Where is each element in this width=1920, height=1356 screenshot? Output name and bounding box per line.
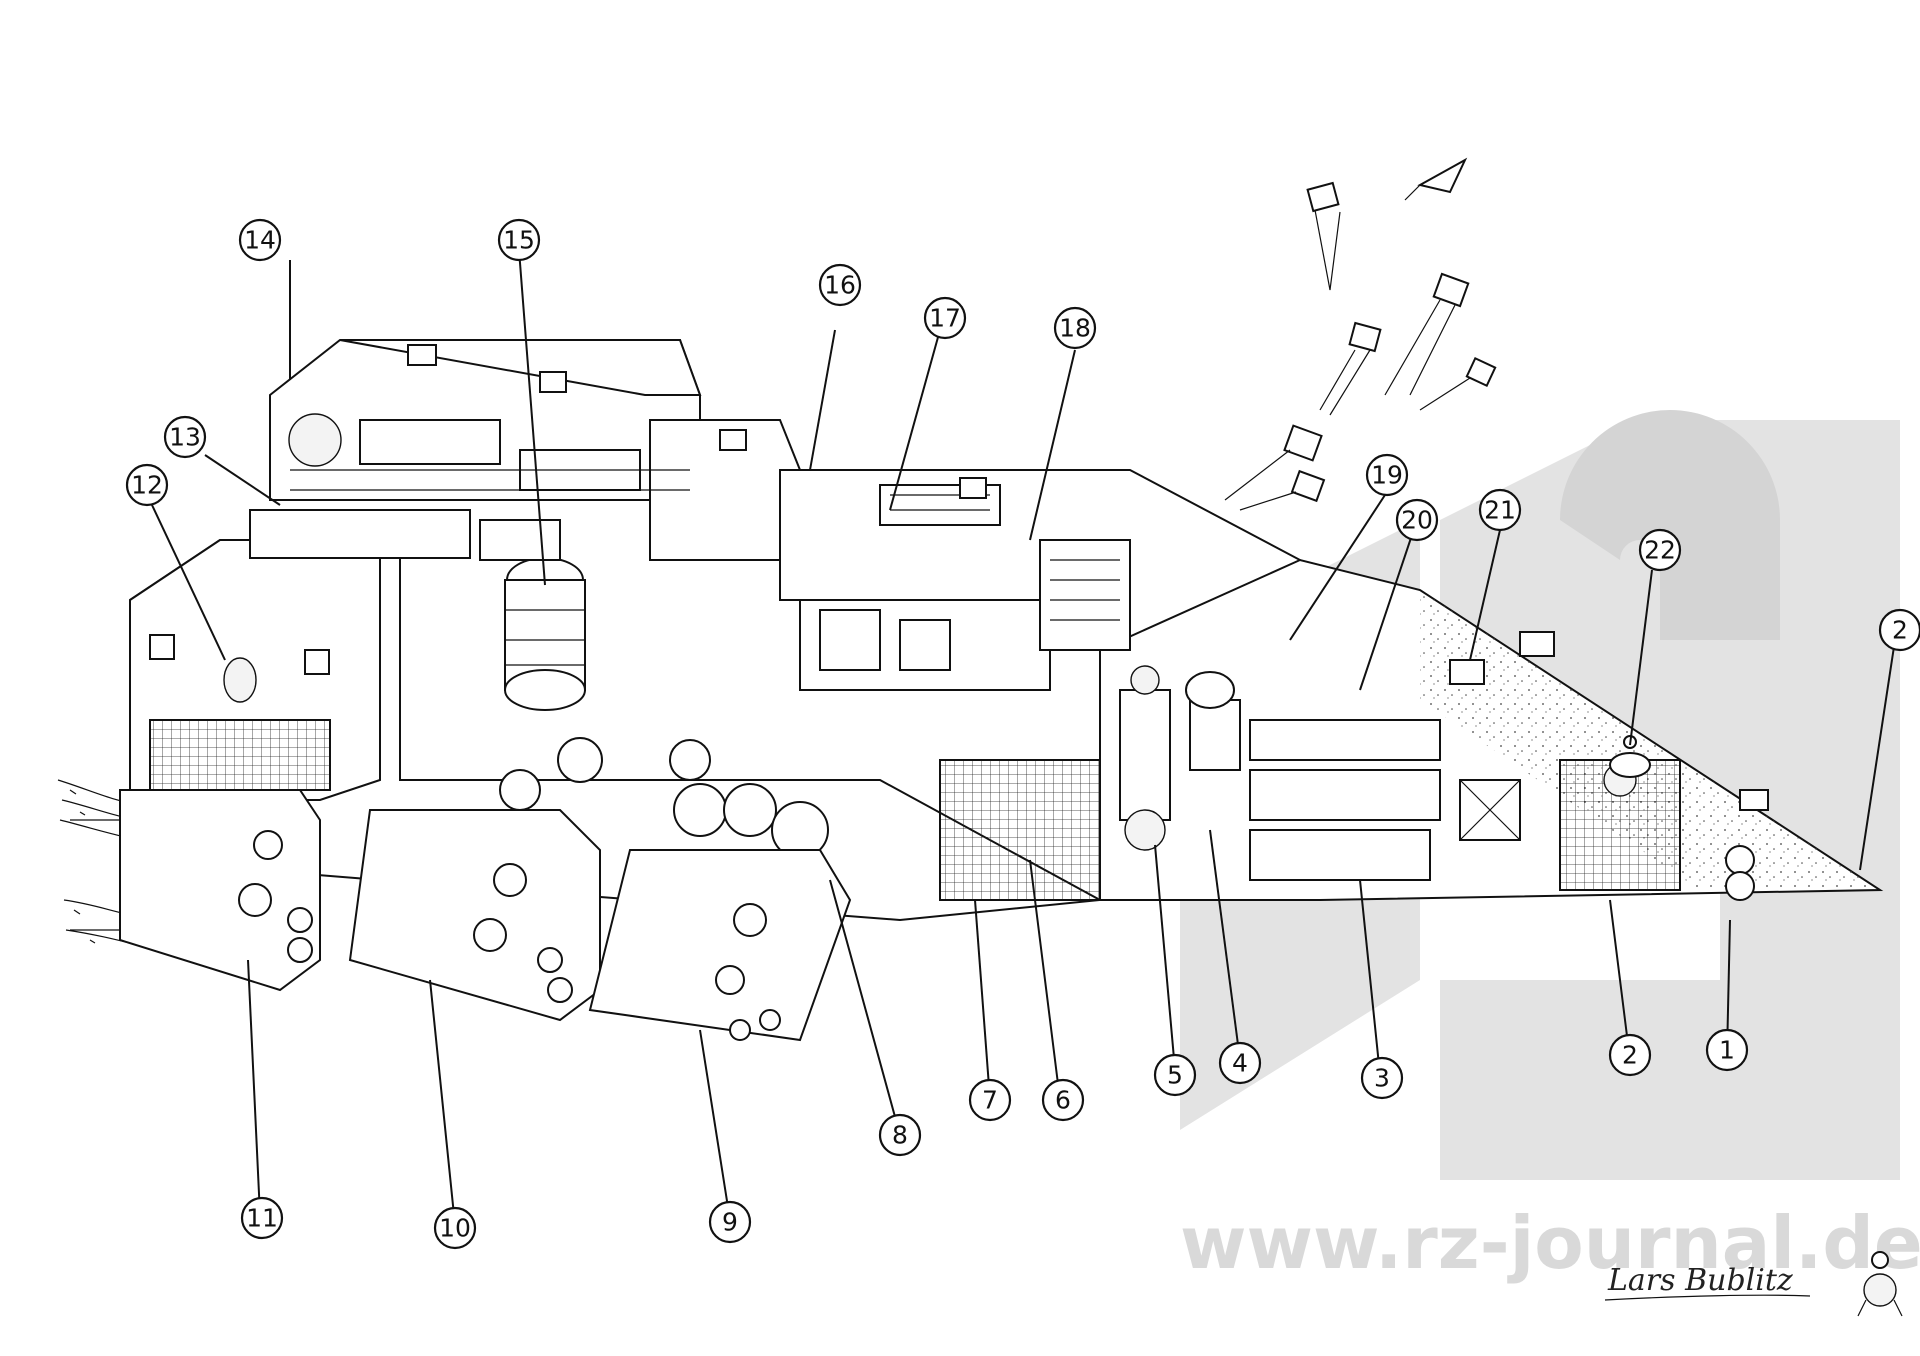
callout-3-label: 3 (1374, 1064, 1390, 1093)
signature-doodle (1857, 1251, 1903, 1317)
callout-13-label: 13 (169, 423, 201, 452)
fighter-6 (1224, 424, 1323, 501)
callout-22-label: 22 (1644, 536, 1676, 565)
callout-12-label: 12 (131, 471, 163, 500)
callout-1-label: 1 (1719, 1036, 1735, 1065)
callout-5-label: 5 (1167, 1061, 1183, 1090)
callout-16-label: 16 (824, 271, 856, 300)
callout-22: 22 (1638, 528, 1682, 572)
callout-4: 4 (1218, 1041, 1262, 1085)
callout-3: 3 (1360, 1056, 1404, 1100)
engine-pod-10 (348, 809, 601, 1022)
signature-text: Lars Bublitz (1607, 1263, 1793, 1298)
engine-pods (70, 789, 852, 1042)
aft-control-panel (149, 634, 330, 703)
fighter-5 (1419, 356, 1497, 411)
grid-panel-aft (149, 719, 331, 791)
callout-19: 19 (1365, 453, 1409, 497)
callout-15: 15 (497, 218, 541, 262)
hull-hatches (407, 344, 1769, 811)
fuel-spheres (499, 737, 829, 859)
callout-16: 16 (818, 263, 862, 307)
fighter-4 (1319, 321, 1382, 416)
interior-cutaway (149, 344, 1769, 901)
artist-signature: Lars Bublitz (1604, 1251, 1903, 1317)
callout-15-label: 15 (503, 226, 535, 255)
engine-exhaust (57, 779, 151, 949)
callout-10: 10 (433, 1206, 477, 1250)
engine-pod-11 (70, 789, 321, 992)
callouts: 14 13 12 15 16 17 18 19 20 21 22 (125, 218, 1920, 1250)
callout-8-label: 8 (892, 1121, 908, 1150)
callout-21: 21 (1478, 488, 1522, 532)
callout-11: 11 (240, 1196, 284, 1240)
callout-2-lower: 2 (1608, 1033, 1652, 1077)
callout-18-label: 18 (1059, 314, 1091, 343)
callout-21-label: 21 (1484, 496, 1516, 525)
callout-20: 20 (1395, 498, 1439, 542)
callout-9: 9 (708, 1200, 752, 1244)
upper-deck-equipment (799, 484, 1131, 691)
callout-6-label: 6 (1055, 1086, 1071, 1115)
callout-20-label: 20 (1401, 506, 1433, 535)
escort-fighters (1224, 157, 1497, 511)
callout-8: 8 (878, 1113, 922, 1157)
reactor-core (504, 557, 586, 711)
callout-13: 13 (163, 415, 207, 459)
repair-drone (1609, 735, 1651, 778)
callout-17: 17 (923, 296, 967, 340)
callout-1: 1 (1705, 1028, 1749, 1072)
aft-tower-machinery (249, 413, 690, 561)
forward-compartments (1249, 719, 1755, 901)
callout-10-label: 10 (439, 1214, 471, 1243)
fighter-7 (1239, 469, 1326, 511)
callout-9-label: 9 (722, 1208, 738, 1237)
engine-pod-9 (588, 849, 852, 1042)
callout-11-label: 11 (246, 1204, 278, 1233)
callout-19-label: 19 (1371, 461, 1403, 490)
callout-2-upper: 2 (1878, 608, 1920, 652)
fighter-1 (1306, 181, 1341, 291)
callout-7: 7 (968, 1078, 1012, 1122)
watermark-url: www.rz-journal.de (1180, 1201, 1920, 1285)
callout-4-label: 4 (1232, 1049, 1248, 1078)
grid-panel-cargo (939, 759, 1101, 901)
callout-17-label: 17 (929, 304, 961, 333)
callout-14: 14 (238, 218, 282, 262)
callout-2-upper-label: 2 (1892, 616, 1908, 645)
fighter-2 (1404, 157, 1468, 201)
callout-6: 6 (1041, 1078, 1085, 1122)
callout-7-label: 7 (982, 1086, 998, 1115)
fighter-3 (1384, 272, 1470, 396)
callout-5: 5 (1153, 1053, 1197, 1097)
callout-18: 18 (1053, 306, 1097, 350)
callout-12: 12 (125, 463, 169, 507)
central-column (1119, 665, 1241, 851)
callout-2-lower-label: 2 (1622, 1041, 1638, 1070)
callout-14-label: 14 (244, 226, 276, 255)
